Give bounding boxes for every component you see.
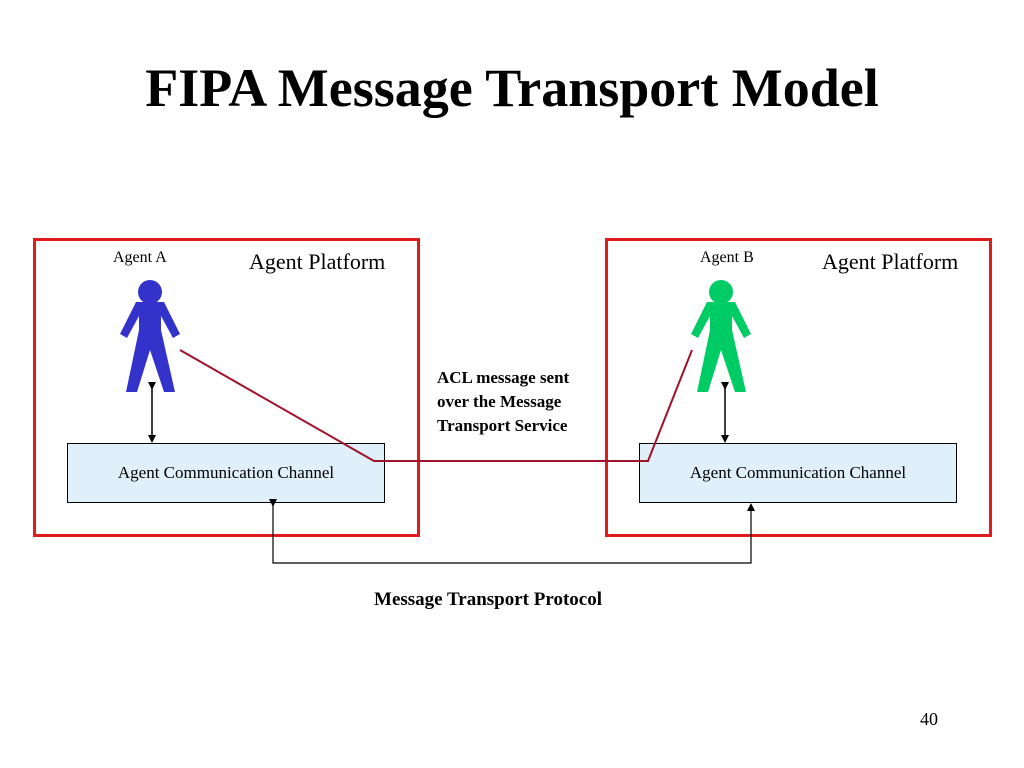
agent-b-figure-icon [691,280,751,392]
acl-note-line-3: Transport Service [437,416,568,435]
agent-b-label: Agent B [700,249,754,266]
platform-b-label: Agent Platform [822,249,959,274]
agent-communication-channel-a: Agent Communication Channel [67,443,385,503]
acl-note-line-2: over the Message [437,392,562,411]
message-transport-protocol-label: Message Transport Protocol [374,589,602,610]
agent-platform-a [33,238,420,537]
agent-communication-channel-b: Agent Communication Channel [639,443,957,503]
platform-a-label: Agent Platform [249,249,386,274]
acl-note-line-1: ACL message sent [437,368,570,387]
slide-title: FIPA Message Transport Model [145,58,879,118]
acl-message-note: ACL message sent over the Message Transp… [437,366,569,438]
agent-platform-b [605,238,992,537]
message-transport-protocol-link [269,499,755,564]
agent-a-label: Agent A [113,249,167,266]
page-number: 40 [920,709,938,729]
acl-message-path [179,349,693,462]
agent-a-figure-icon [120,280,180,392]
